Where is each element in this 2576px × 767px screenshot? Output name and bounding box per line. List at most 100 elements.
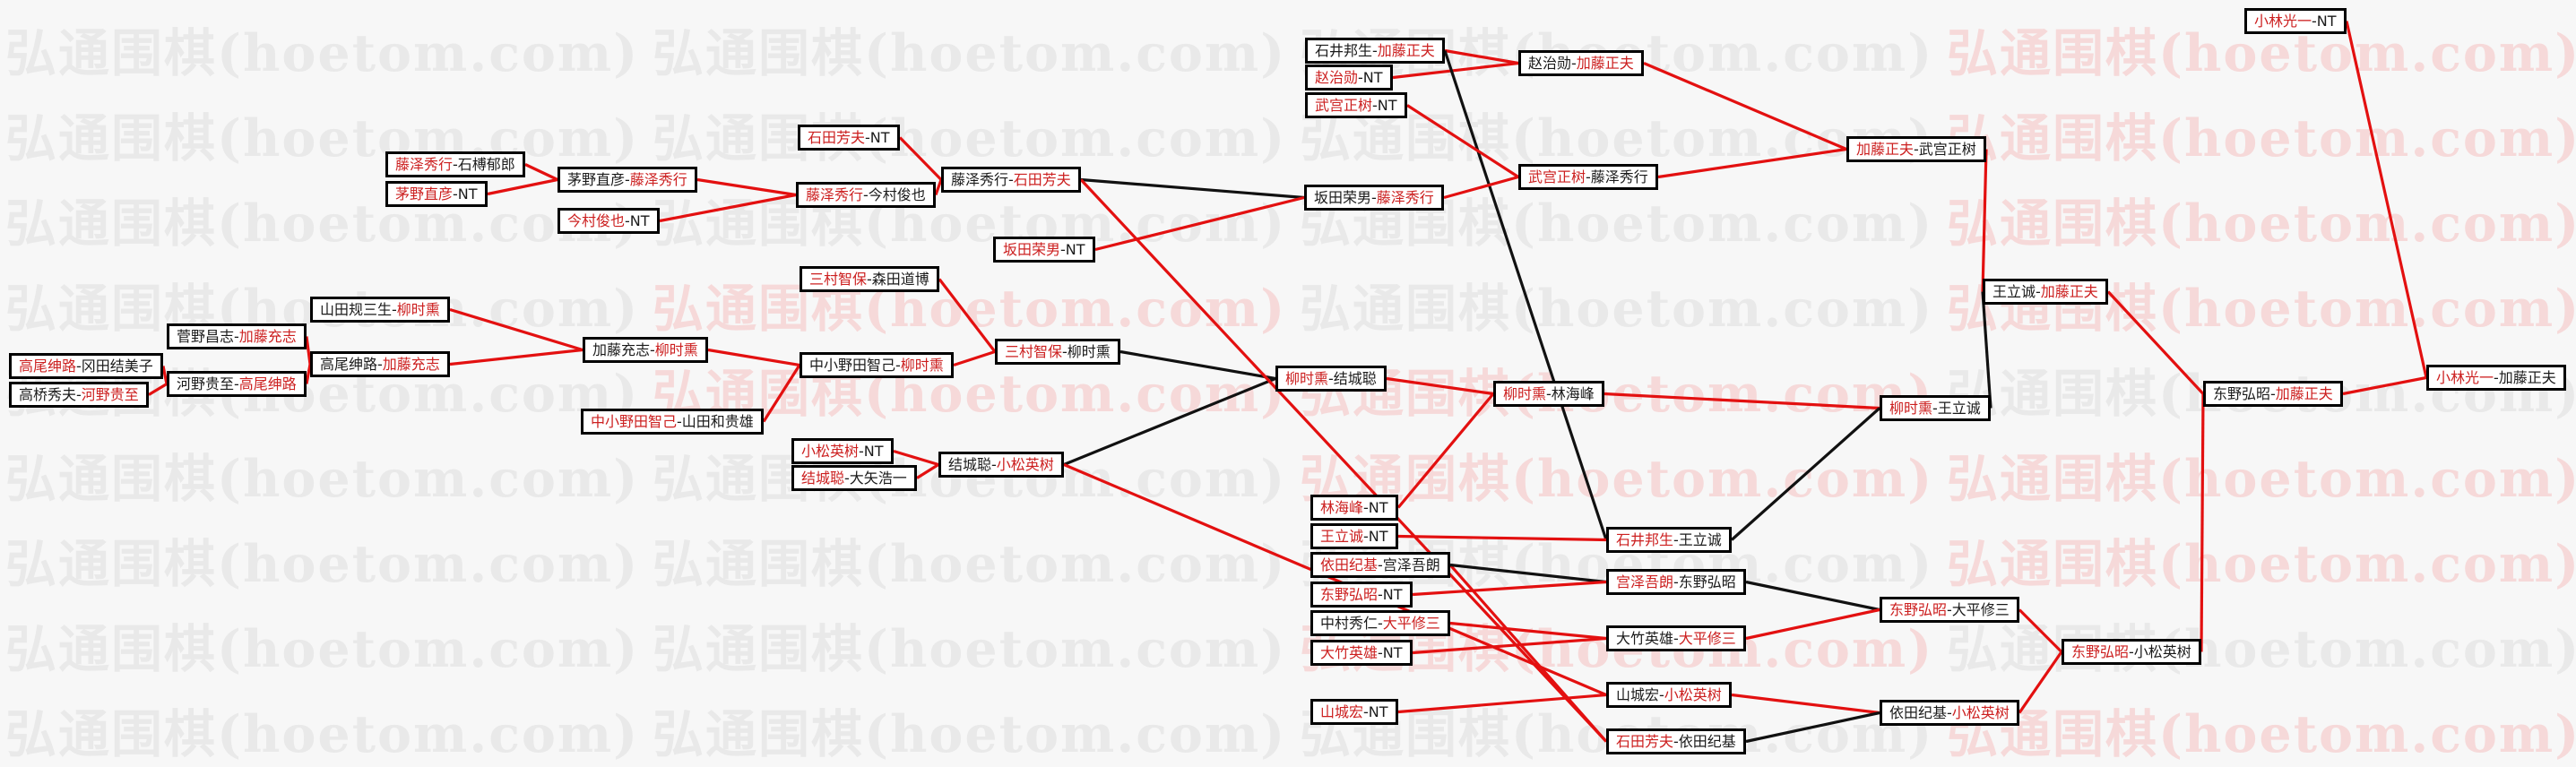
player-name: 茅野直彦 — [395, 185, 454, 203]
winner-path-line — [1397, 693, 1607, 714]
match-box-b36: 武宫正树-藤泽秀行 — [1518, 164, 1658, 190]
winner-path-line — [916, 463, 939, 479]
vs-dash: - — [76, 386, 82, 403]
player-name: 宫泽吾朗 — [1616, 573, 1674, 590]
player-name: 高尾绅路 — [238, 375, 297, 392]
player-name: 依田纪基 — [1889, 704, 1948, 721]
vs-dash: - — [453, 156, 458, 173]
winner-path-line — [2200, 393, 2205, 652]
player-name: 今村俊也 — [868, 186, 926, 203]
vs-dash: - — [1372, 97, 1378, 114]
vs-dash: - — [865, 129, 870, 146]
player-name: 加藤充志 — [238, 328, 297, 345]
player-name: 石井邦生 — [1315, 42, 1373, 59]
player-name: 大平修三 — [1382, 615, 1440, 632]
winner-path-line — [707, 348, 800, 367]
winner-path-line — [305, 364, 312, 384]
player-name: 藤泽秀行 — [1376, 189, 1434, 206]
match-box-b5: 山田规三生-柳时熏 — [310, 297, 450, 323]
match-box-b27: 柳时熏-结城聪 — [1275, 366, 1387, 392]
player-name: 石田芳夫 — [808, 129, 866, 146]
vs-dash: - — [1947, 704, 1952, 721]
winner-path-line — [1392, 61, 1519, 80]
player-name: 依田纪基 — [1678, 733, 1736, 750]
winner-path-line — [1657, 147, 1847, 179]
player-name: 大竹英雄 — [1320, 644, 1379, 661]
player-name: NT — [1368, 528, 1388, 545]
player-name: NT — [457, 185, 478, 203]
vs-dash: - — [625, 212, 630, 229]
match-box-b49: 东野弘昭-加藤正夫 — [2203, 381, 2343, 407]
player-name: 东野弘昭 — [1889, 601, 1948, 618]
watermark-text: 弘通围棋(hoetom.com) — [5, 23, 640, 83]
watermark-text: 弘通围棋(hoetom.com) — [1947, 194, 2576, 254]
vs-dash: - — [895, 357, 901, 374]
watermark-text: 弘通围棋(hoetom.com) — [1947, 534, 2576, 594]
winner-path-line — [161, 366, 169, 384]
player-name: 东野弘昭 — [1320, 586, 1379, 603]
vs-dash: - — [1358, 69, 1363, 86]
loser-path-line — [1730, 407, 1881, 541]
vs-dash: - — [1586, 168, 1591, 185]
match-box-b43: 加藤正夫-武宫正树 — [1846, 136, 1986, 162]
vs-dash: - — [76, 358, 82, 375]
vs-dash: - — [234, 375, 239, 392]
match-box-b30: 依田纪基-宫泽吾朗 — [1310, 552, 1450, 578]
watermark-text: 弘通围棋(hoetom.com) — [653, 108, 1287, 168]
watermark-text: 弘通围棋(hoetom.com) — [653, 279, 1287, 339]
player-name: 柳时熏 — [1067, 343, 1111, 360]
winner-path-line — [1412, 636, 1607, 655]
match-box-b33: 大竹英雄-NT — [1310, 640, 1413, 666]
player-name: 小林光一 — [2436, 369, 2494, 386]
match-box-b7: 藤泽秀行-石榑郁郎 — [385, 151, 525, 177]
watermark-text: 弘通围棋(hoetom.com) — [653, 704, 1287, 764]
player-name: 山城宏 — [1320, 703, 1364, 720]
vs-dash: - — [1673, 573, 1679, 590]
match-box-b1: 高尾绅路-冈田结美子 — [9, 353, 163, 379]
player-name: 柳时熏 — [396, 301, 440, 318]
player-name: 坂田荣男 — [1003, 241, 1061, 258]
vs-dash: - — [1378, 556, 1383, 573]
player-name: 中小野田智己 — [809, 357, 896, 374]
loser-path-line — [1119, 349, 1276, 381]
winner-path-line — [1386, 376, 1494, 396]
vs-dash: - — [1378, 644, 1383, 661]
match-box-b41: 山城宏-小松英树 — [1606, 682, 1732, 708]
match-box-b2: 高桥秀夫-河野贵至 — [9, 382, 149, 408]
vs-dash: - — [1062, 343, 1068, 360]
winner-path-line — [1444, 48, 1519, 65]
winner-path-line — [762, 364, 801, 423]
watermark-text: 弘通围棋(hoetom.com) — [1300, 108, 1934, 168]
player-name: 王立诚 — [1320, 528, 1364, 545]
player-name: 藤泽秀行 — [951, 171, 1009, 188]
player-name: 大竹英雄 — [1616, 630, 1674, 647]
match-box-b51: 小林光一-加藤正夫 — [2426, 365, 2566, 391]
vs-dash: - — [625, 171, 630, 188]
player-name: 藤泽秀行 — [629, 171, 687, 188]
player-name: 冈田结美子 — [81, 358, 153, 375]
winner-path-line — [696, 177, 797, 197]
player-name: 柳时熏 — [1889, 400, 1933, 417]
vs-dash: - — [2494, 369, 2499, 386]
vs-dash: - — [1571, 55, 1577, 72]
match-box-b17: 小松英树-NT — [791, 438, 894, 464]
watermark-text: 弘通围棋(hoetom.com) — [1947, 449, 2576, 509]
player-name: 小松英树 — [2133, 643, 2191, 660]
vs-dash: - — [1363, 703, 1369, 720]
winner-path-line — [1063, 463, 1607, 696]
player-name: 高尾绅路 — [19, 358, 77, 375]
player-name: 柳时熏 — [900, 357, 944, 374]
vs-dash: - — [2312, 13, 2317, 30]
winner-path-line — [1443, 175, 1519, 200]
player-name: 森田道博 — [871, 271, 929, 288]
player-name: 柳时熏 — [1503, 385, 1547, 402]
winner-path-line — [524, 163, 558, 181]
player-name: 加藤正夫 — [2498, 369, 2556, 386]
match-box-b35: 赵治勋-加藤正夫 — [1518, 50, 1644, 76]
vs-dash: - — [1546, 385, 1552, 402]
vs-dash: - — [1328, 370, 1334, 387]
player-name: 菅野昌志 — [177, 328, 235, 345]
